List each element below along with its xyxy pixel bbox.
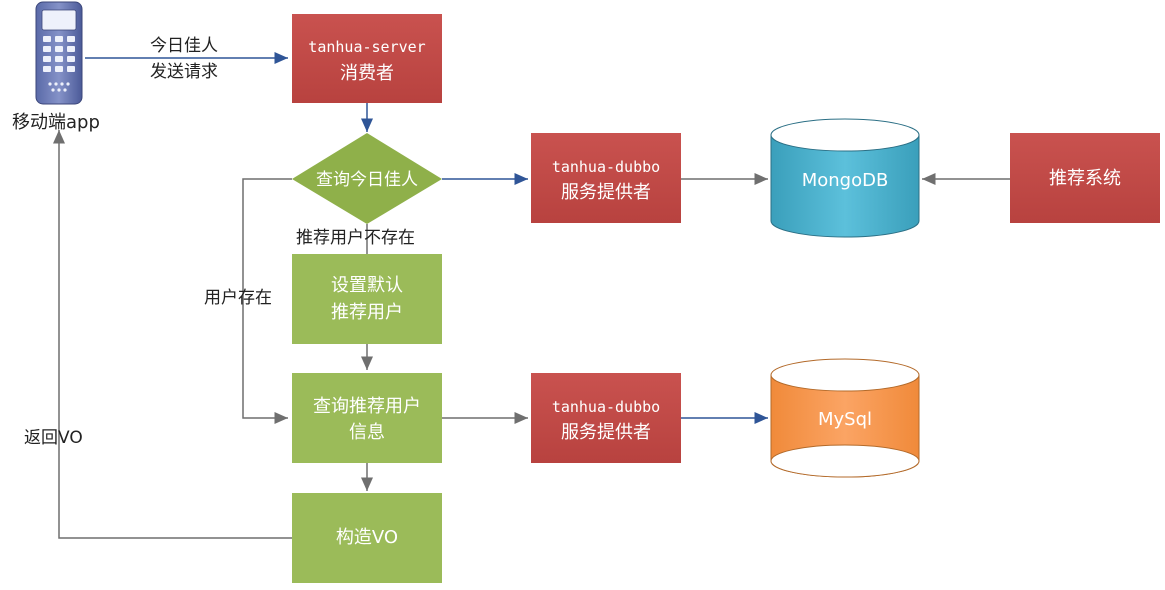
dubbo1-node: tanhua-dubbo 服务提供者 [531,133,681,223]
mongodb-node: MongoDB [770,118,920,238]
query-line2: 信息 [349,422,385,443]
dubbo2-node: tanhua-dubbo 服务提供者 [531,373,681,463]
server-role: 消费者 [340,63,394,84]
query-node: 查询推荐用户 信息 [292,373,442,463]
decision-node: 查询今日佳人 [292,133,442,224]
build-vo-node: 构造VO [292,493,442,583]
edge-buildvo-to-phone [53,130,292,539]
build-vo-label: 构造VO [336,527,398,548]
mysql-node: MySql [770,358,920,478]
default-node: 设置默认 推荐用户 [292,254,442,344]
dubbo2-name: tanhua-dubbo [552,398,660,416]
return-vo-label: 返回VO [24,428,83,448]
request-label-line1: 今日佳人 [150,36,218,56]
phone-icon [35,1,83,105]
edge-decision-user-exists [242,178,292,424]
server-name: tanhua-server [308,38,425,56]
recommend-node: 推荐系统 [1010,133,1160,223]
recommend-label: 推荐系统 [1049,168,1121,189]
default-line2: 推荐用户 [331,302,403,323]
default-line1: 设置默认 [331,275,403,296]
decision-text: 查询今日佳人 [316,170,418,190]
mobile-app-label: 移动端app [12,112,100,133]
request-label-line2: 发送请求 [150,62,218,82]
dubbo2-role: 服务提供者 [561,422,651,443]
query-line1: 查询推荐用户 [313,396,421,417]
dubbo1-name: tanhua-dubbo [552,158,660,176]
server-node: tanhua-server 消费者 [292,14,442,103]
mongodb-label: MongoDB [802,170,889,191]
not-exist-label: 推荐用户不存在 [296,228,415,248]
user-exists-label: 用户存在 [204,288,272,308]
mysql-label: MySql [818,409,872,430]
dubbo1-role: 服务提供者 [561,182,651,203]
